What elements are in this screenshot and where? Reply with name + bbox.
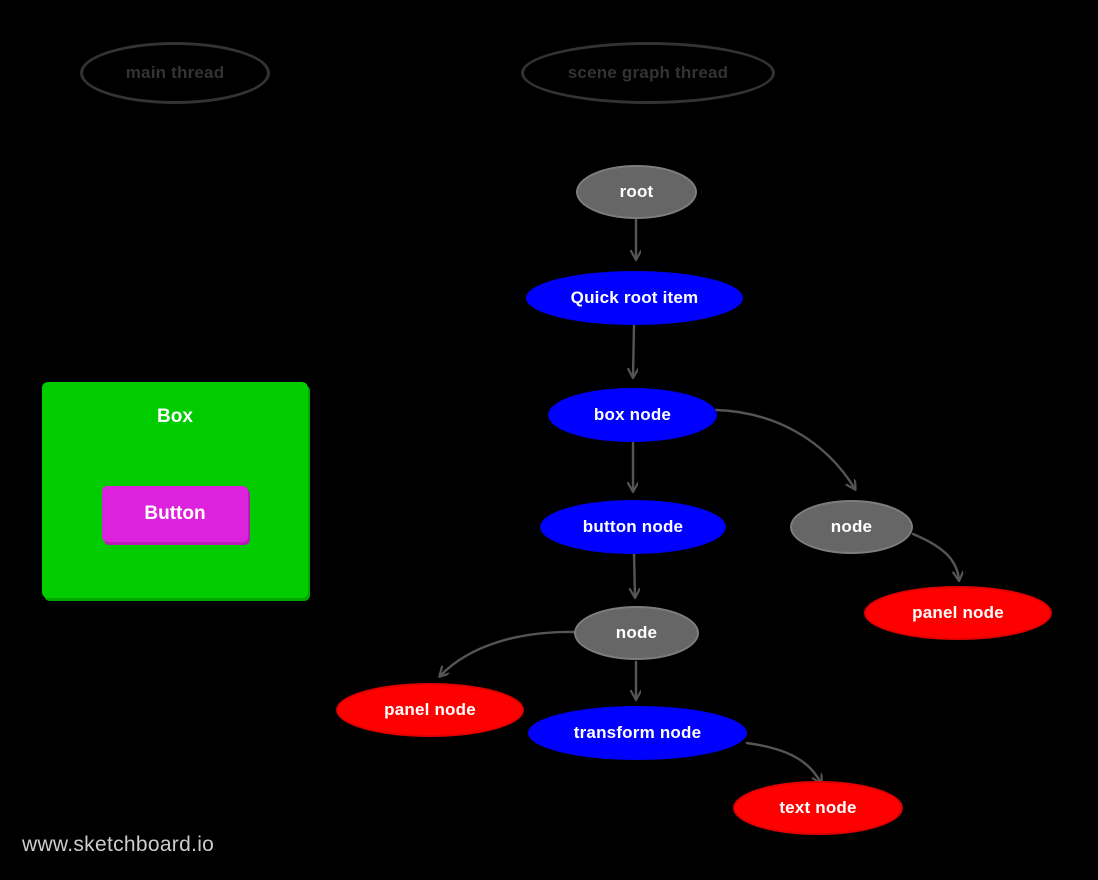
- node-panel-node-right[interactable]: panel node: [864, 586, 1052, 640]
- edge-button-node-to-node-center: [634, 552, 635, 597]
- node-root-label: root: [619, 182, 654, 201]
- node-panel-node-left[interactable]: panel node: [336, 683, 524, 737]
- ui-box-preview[interactable]: Box: [42, 382, 308, 598]
- edge-transform-node-to-text-node: [745, 741, 821, 783]
- lane-scene-graph-thread[interactable]: scene graph thread: [521, 42, 775, 104]
- ui-button-preview[interactable]: Button: [102, 486, 248, 542]
- node-node-right[interactable]: node: [790, 500, 913, 554]
- node-transform-node[interactable]: transform node: [528, 706, 747, 760]
- node-quick-root-item-label: Quick root item: [570, 288, 699, 307]
- lane-main-thread-label: main thread: [125, 63, 225, 82]
- lane-scene-graph-thread-label: scene graph thread: [567, 63, 729, 82]
- lane-main-thread[interactable]: main thread: [80, 42, 270, 104]
- node-node-center[interactable]: node: [574, 606, 699, 660]
- node-text-node[interactable]: text node: [733, 781, 903, 835]
- node-node-center-label: node: [615, 623, 658, 642]
- edge-box-node-to-node-right: [714, 408, 855, 489]
- node-text-node-label: text node: [779, 798, 857, 817]
- node-box-node[interactable]: box node: [548, 388, 717, 442]
- edge-node-center-to-panel-node-left: [440, 630, 576, 676]
- node-button-node[interactable]: button node: [540, 500, 726, 554]
- ui-button-label: Button: [144, 503, 206, 524]
- node-transform-node-label: transform node: [573, 723, 702, 742]
- edge-node-right-to-panel-node-right: [911, 532, 959, 580]
- node-panel-node-left-label: panel node: [384, 700, 476, 719]
- node-quick-root-item[interactable]: Quick root item: [526, 271, 743, 325]
- node-node-right-label: node: [830, 517, 873, 536]
- watermark: www.sketchboard.io: [22, 833, 215, 856]
- node-box-node-label: box node: [593, 405, 672, 424]
- node-panel-node-right-label: panel node: [912, 603, 1004, 622]
- node-button-node-label: button node: [582, 517, 684, 536]
- ui-box-label: Box: [157, 406, 193, 427]
- node-root[interactable]: root: [576, 165, 697, 219]
- edge-quick-root-item-to-box-node: [633, 323, 634, 377]
